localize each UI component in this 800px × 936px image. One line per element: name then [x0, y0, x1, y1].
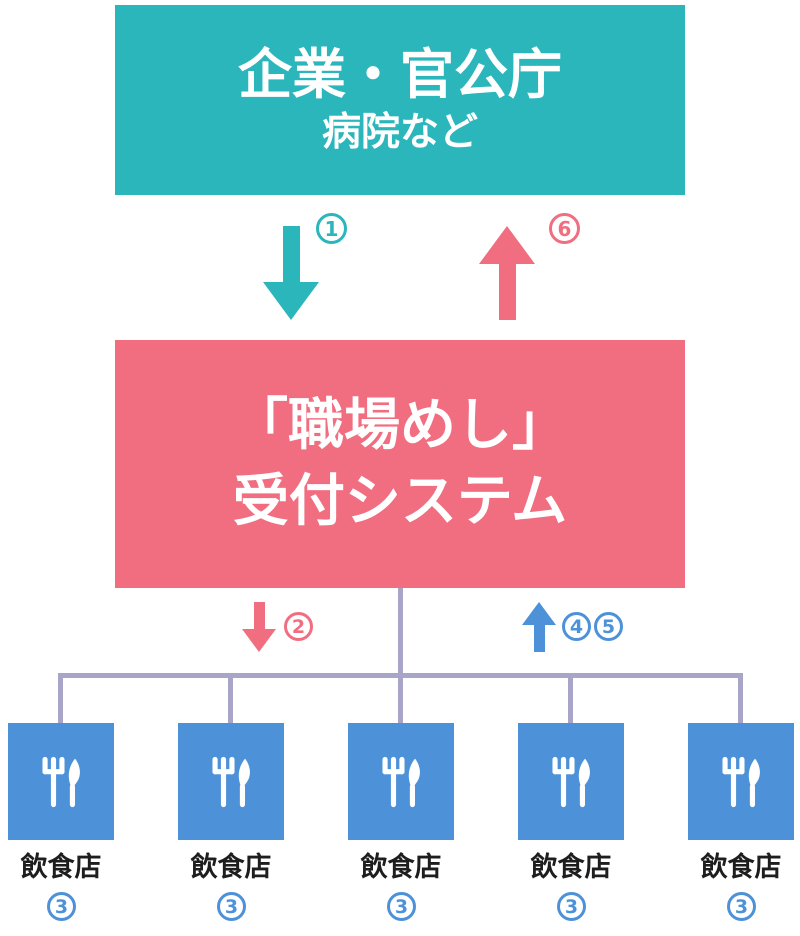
step-2-badge: 2	[284, 612, 313, 641]
delivery-up-arrow	[479, 226, 535, 320]
restaurant-label: 飲食店	[190, 852, 272, 883]
arrow-stem	[253, 602, 265, 629]
restaurant-label: 飲食店	[20, 852, 102, 883]
arrow-head	[263, 282, 319, 320]
restaurant-box	[518, 723, 624, 840]
restaurant-box	[8, 723, 114, 840]
fork-knife-icon	[722, 756, 760, 807]
restaurant-label: 飲食店	[360, 852, 442, 883]
order-down-arrow	[263, 226, 319, 320]
fork-knife-icon	[212, 756, 250, 807]
fork-knife-icon	[552, 756, 590, 807]
dispatch-down-arrow	[242, 602, 276, 652]
step-3-badge: 3	[217, 892, 246, 921]
connector-line-drop	[58, 673, 63, 725]
step-3-badge: 3	[727, 892, 756, 921]
arrow-head	[522, 602, 556, 625]
system-title-line1: 「職場めし」	[232, 393, 568, 459]
client-organizations-subtitle: 病院など	[321, 110, 478, 156]
arrow-stem	[498, 264, 516, 320]
step-4-badge: 4	[562, 612, 591, 641]
step-5-badge: 5	[594, 612, 623, 641]
restaurant-box	[178, 723, 284, 840]
step-6-badge: 6	[549, 213, 580, 244]
connector-line-drop	[568, 673, 573, 725]
arrow-head	[479, 226, 535, 264]
connector-line-vertical-center	[398, 588, 403, 676]
arrow-stem	[282, 226, 300, 282]
system-title-line2: 受付システム	[232, 469, 568, 534]
restaurant-box	[348, 723, 454, 840]
restaurant-box	[688, 723, 794, 840]
system-box: 「職場めし」 受付システム	[115, 340, 685, 588]
client-organizations-box: 企業・官公庁 病院など	[115, 5, 685, 195]
arrow-stem	[533, 625, 545, 652]
response-up-arrow	[522, 602, 556, 652]
arrow-head	[242, 629, 276, 652]
restaurant-label: 飲食店	[530, 852, 612, 883]
step-3-badge: 3	[557, 892, 586, 921]
step-1-badge: 1	[316, 213, 347, 244]
connector-line-drop	[398, 673, 403, 725]
step-3-badge: 3	[387, 892, 416, 921]
client-organizations-title: 企業・官公庁	[238, 42, 562, 106]
restaurant-label: 飲食店	[700, 852, 782, 883]
connector-line-drop	[228, 673, 233, 725]
fork-knife-icon	[42, 756, 80, 807]
fork-knife-icon	[382, 756, 420, 807]
step-3-badge: 3	[47, 892, 76, 921]
connector-line-drop	[738, 673, 743, 725]
